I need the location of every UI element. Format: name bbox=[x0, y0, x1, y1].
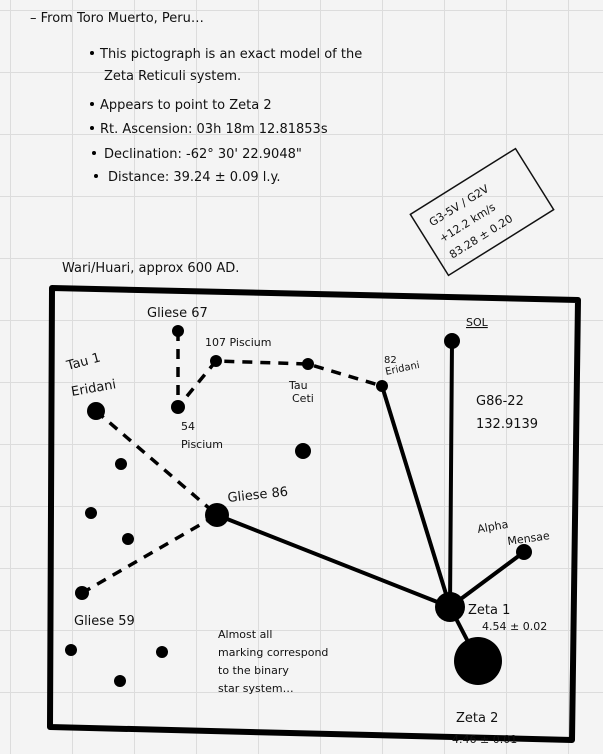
star-unlabeled bbox=[156, 646, 168, 658]
solid-line bbox=[380, 384, 452, 609]
star-unlabeled bbox=[85, 507, 97, 519]
label-alpha-mensae: Alpha bbox=[476, 518, 509, 536]
star-zeta-1 bbox=[435, 592, 465, 622]
label-82-eridani: 82 bbox=[384, 355, 397, 366]
label-eridani: Eridani bbox=[70, 377, 117, 400]
annotation-note: Almost all marking correspond to the bin… bbox=[218, 628, 328, 695]
label-gliese-86: Gliese 86 bbox=[227, 485, 289, 506]
label-zeta-1-value: 4.54 ± 0.02 bbox=[482, 620, 547, 633]
solid-line bbox=[448, 339, 454, 609]
star-sol bbox=[444, 333, 460, 349]
label-zeta-2: Zeta 2 bbox=[456, 711, 498, 726]
label-g86-22-value: 132.9139 bbox=[476, 417, 538, 432]
header-title: – From Toro Muerto, Peru… bbox=[30, 11, 204, 26]
solid-line bbox=[215, 513, 452, 609]
label-54-piscium: Piscium bbox=[181, 438, 223, 451]
star-unlabeled bbox=[65, 644, 77, 656]
star-gliese-59 bbox=[75, 586, 89, 600]
label-gliese-67: Gliese 67 bbox=[147, 306, 208, 321]
label-g86-22: G86-22 bbox=[476, 394, 524, 409]
label-zeta-2-value: 4.46 ± 0.01 bbox=[452, 733, 517, 746]
star-alpha-mensae bbox=[516, 544, 532, 560]
connections bbox=[81, 331, 526, 663]
caption: Wari/Huari, approx 600 AD. bbox=[62, 261, 239, 276]
star-gliese-86 bbox=[205, 503, 229, 527]
bullet-text: This pictograph is an exact model of the bbox=[99, 47, 362, 62]
star-107-piscium bbox=[210, 355, 222, 367]
star-54-piscium bbox=[171, 400, 185, 414]
star-gliese-67 bbox=[172, 325, 184, 337]
star-82-eridani bbox=[376, 380, 388, 392]
note-line: star system… bbox=[218, 682, 294, 695]
label-tau-ceti: Tau bbox=[288, 379, 308, 392]
label-tau-ceti: Ceti bbox=[292, 392, 314, 405]
star-unlabeled bbox=[122, 533, 134, 545]
star-unlabeled bbox=[114, 675, 126, 687]
note-line: Almost all bbox=[218, 628, 272, 641]
stamp-box: G3-5V / G2V +12.2 km/s 83.28 ± 0.20 bbox=[409, 147, 555, 277]
bullet-dot bbox=[94, 174, 98, 178]
star-unlabeled bbox=[295, 443, 311, 459]
note-line: to the binary bbox=[218, 664, 289, 677]
star-tau-ceti bbox=[302, 358, 314, 370]
bullet-text: Distance: 39.24 ± 0.09 l.y. bbox=[108, 170, 281, 185]
label-gliese-59: Gliese 59 bbox=[74, 614, 135, 629]
stars bbox=[65, 325, 532, 687]
bullet-dot bbox=[90, 102, 94, 106]
bullet-dot bbox=[92, 151, 96, 155]
label-sol: SOL bbox=[466, 316, 489, 329]
label-alpha-mensae: Mensae bbox=[507, 529, 551, 548]
bullet-text: Declination: -62° 30' 22.9048" bbox=[104, 147, 302, 162]
bullet-dot bbox=[90, 51, 94, 55]
label-54-piscium: 54 bbox=[181, 420, 195, 433]
bullet-text: Rt. Ascension: 03h 18m 12.81853s bbox=[100, 122, 328, 137]
bullet-text: Zeta Reticuli system. bbox=[104, 69, 241, 84]
star-tau-1-eridani bbox=[87, 402, 105, 420]
star-zeta-2 bbox=[454, 637, 502, 685]
note-line: marking correspond bbox=[218, 646, 328, 659]
bullet-dot bbox=[90, 126, 94, 130]
solid-line bbox=[448, 550, 526, 609]
bullet-list: This pictograph is an exact model of the… bbox=[90, 47, 362, 185]
bullet-text: Appears to point to Zeta 2 bbox=[100, 98, 272, 113]
diagram-frame bbox=[47, 285, 581, 743]
label-zeta-1: Zeta 1 bbox=[468, 603, 510, 618]
star-unlabeled bbox=[115, 458, 127, 470]
star-labels: Gliese 67 107 Piscium Tau 1 Eridani 54 P… bbox=[64, 306, 551, 746]
label-tau-1: Tau 1 bbox=[64, 350, 102, 374]
label-107-piscium: 107 Piscium bbox=[205, 336, 271, 349]
